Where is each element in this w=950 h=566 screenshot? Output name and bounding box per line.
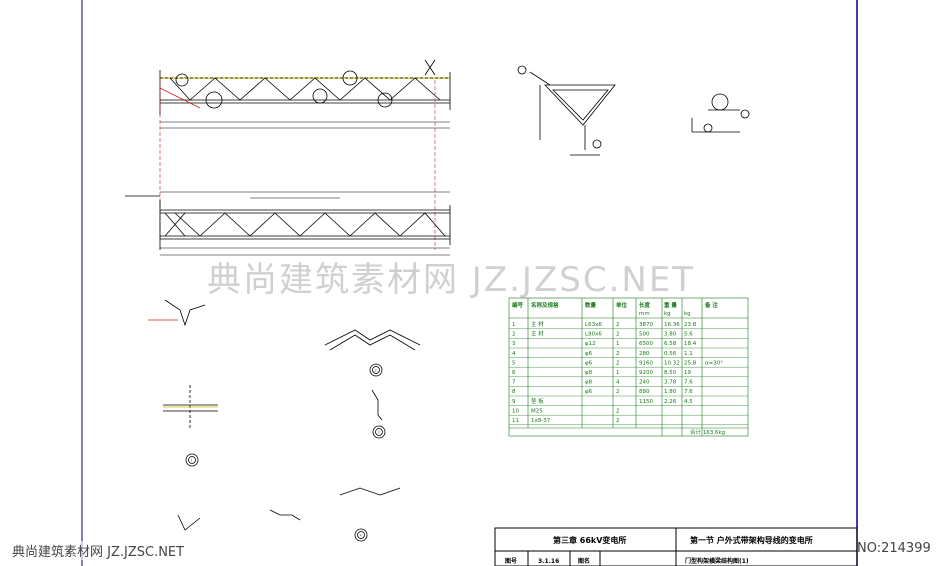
detail-sketches	[148, 299, 421, 531]
bom-cell: 1.1	[684, 351, 693, 357]
bom-cell: 2	[616, 418, 620, 424]
drawing-frame	[81, 0, 858, 566]
bom-cell: 2	[616, 408, 620, 414]
bom-cell: 2	[616, 360, 620, 366]
bom-cell: 4.5	[684, 399, 693, 405]
svg-text:2: 2	[375, 369, 377, 373]
detail-mark-3: 3	[372, 425, 386, 439]
bom-cell: 2	[616, 389, 620, 395]
bom-cell: 3	[512, 341, 516, 347]
bom-header-cell: 重 量	[664, 301, 677, 309]
watermark-center: 典尚建筑素材网 JZ.JZSC.NET	[207, 260, 696, 300]
detail-mark-4: 4	[354, 528, 368, 542]
bom-cell: 6	[512, 370, 516, 376]
bom-cell: 240	[639, 380, 650, 386]
figure-no: 3.1.16	[538, 558, 559, 565]
bom-cell: 主 材	[531, 320, 544, 328]
svg-text:1: 1	[191, 459, 193, 463]
watermark-bottom-left: 典尚建筑素材网 JZ.JZSC.NET	[12, 541, 185, 560]
bom-cell: 16.36	[664, 322, 680, 328]
bom-cell: 23.8	[684, 322, 697, 328]
bom-cell: 7	[512, 380, 516, 386]
bom-cell: 10	[512, 408, 519, 414]
bolt-detail	[691, 93, 750, 133]
bom-cell: 11	[512, 418, 519, 424]
bom-cell: φ6	[585, 389, 593, 395]
bom-cell: 1150	[639, 399, 653, 405]
bom-cell: L63x6	[585, 322, 602, 328]
bom-cell: 主 材	[531, 330, 544, 338]
svg-text:4: 4	[360, 534, 363, 538]
bom-header-cell: 长度	[639, 301, 651, 309]
truss-plan-lower	[125, 191, 451, 256]
bom-subheader-cell: kg	[664, 311, 671, 317]
bom-header-cell: 单位	[616, 301, 628, 309]
bom-cell: 6500	[639, 341, 653, 347]
bom-cell: 垫 板	[531, 397, 544, 405]
bom-cell: 4	[616, 380, 620, 386]
bom-cell: 3870	[639, 322, 653, 328]
bom-header-cell: 编号	[512, 301, 524, 309]
watermark-bottom-right: NO:214399	[857, 541, 931, 556]
drawing-name-label: 图名	[578, 557, 590, 565]
bom-cell: 5.6	[684, 332, 693, 338]
bom-cell: L80x6	[585, 332, 602, 338]
bom-cell: 8	[512, 389, 516, 395]
bom-cell: φ6	[585, 351, 593, 357]
bom-subheader-cell: mm	[639, 311, 650, 317]
bom-header-cell: 备 注	[704, 301, 718, 309]
detail-mark-2: 2	[369, 363, 383, 377]
bom-cell: 280	[639, 351, 650, 357]
bom-cell: 19	[684, 370, 691, 376]
bom-rows: 编号名称及规格 数量 单位 长度 重 量 备 注 mm kg kg 1 主 材 L63x6 2 3870 1…	[509, 301, 748, 436]
bom-cell: 25.8	[684, 360, 697, 366]
title-block-chapter: 第三章 66kV变电所	[553, 535, 626, 545]
bom-cell: 18.4	[684, 341, 697, 347]
bom-cell: 3.78	[664, 380, 677, 386]
title-block	[494, 527, 858, 566]
bom-cell: 2	[512, 332, 516, 338]
bom-cell: φ8	[585, 370, 593, 376]
bom-cell: 2.26	[664, 399, 677, 405]
bom-cell: φ6	[585, 360, 593, 366]
bom-cell: 880	[639, 389, 650, 395]
cross-section-detail	[517, 65, 616, 156]
drawing-name: 门型构架横梁结构图(1)	[685, 557, 749, 565]
bom-cell: 1.80	[664, 389, 677, 395]
bom-cell: 9	[512, 399, 516, 405]
bom-cell: 0.56	[664, 351, 677, 357]
bom-header-cell: 数量	[585, 301, 597, 309]
bom-cell: 3.80	[664, 332, 677, 338]
title-block-section: 第一节 户外式带架构导线的变电所	[690, 535, 813, 545]
bom-cell: 500	[639, 332, 650, 338]
bom-cell: φ12	[585, 341, 596, 347]
bom-total: 合计 163.6kg	[690, 428, 725, 436]
bom-cell: 4	[512, 351, 516, 357]
bom-cell: 7.6	[684, 389, 693, 395]
bom-cell: 9160	[639, 360, 653, 366]
bom-cell: 2	[616, 351, 620, 357]
bom-cell: 10.32	[664, 360, 680, 366]
bom-cell: 9200	[639, 370, 653, 376]
bom-cell: 6.58	[664, 341, 677, 347]
truss-elevation-top	[159, 59, 451, 250]
bom-cell: α=30°	[705, 360, 723, 366]
bom-cell: 1	[616, 341, 620, 347]
bom-cell: M25	[531, 408, 543, 414]
bom-subheader-cell: kg	[684, 311, 691, 317]
figure-no-label: 图号	[505, 557, 517, 565]
bom-cell: 8.50	[664, 370, 677, 376]
bom-cell: 1	[512, 322, 516, 328]
bom-cell: 2	[616, 322, 620, 328]
svg-text:3: 3	[378, 431, 380, 435]
bom-cell: 5	[512, 360, 516, 366]
bom-cell: 2	[616, 332, 620, 338]
bom-cell: φ8	[585, 380, 593, 386]
bom-cell: 7.6	[684, 380, 693, 386]
detail-mark-1: 1	[185, 453, 199, 467]
bom-cell: 1x8-37	[531, 418, 551, 424]
bom-header-cell: 名称及规格	[531, 301, 559, 309]
bom-cell: 1	[616, 370, 620, 376]
